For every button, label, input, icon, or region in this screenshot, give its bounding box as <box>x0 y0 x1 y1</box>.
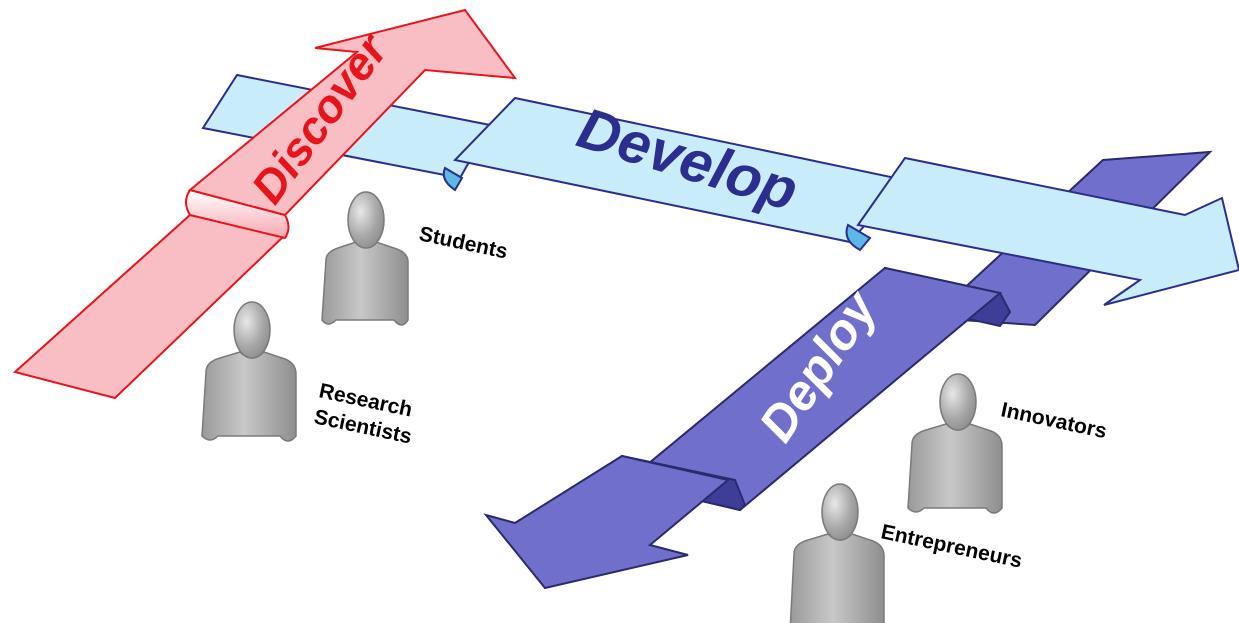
person-innovators: Innovators <box>907 373 1109 514</box>
person-icon <box>789 483 885 623</box>
deploy-arrow-head <box>483 454 731 590</box>
develop-fold-1 <box>442 166 464 192</box>
discover-fold <box>185 188 290 240</box>
person-research-scientists: Research Scientists <box>201 301 414 449</box>
develop-arrow-head <box>856 156 1239 306</box>
develop-fold-2 <box>845 223 872 252</box>
person-label-students: Students <box>417 222 510 263</box>
person-label-innovators: Innovators <box>999 398 1109 443</box>
deploy-arrow: Deploy <box>483 150 1213 590</box>
person-icon <box>321 191 409 326</box>
person-icon <box>907 373 1003 514</box>
discover-arrow: Discover <box>12 8 518 400</box>
discover-arrow-head <box>187 8 518 217</box>
person-icon <box>201 301 297 442</box>
person-students: Students <box>321 191 510 326</box>
person-label-entrepreneurs: Entrepreneurs <box>879 520 1024 572</box>
